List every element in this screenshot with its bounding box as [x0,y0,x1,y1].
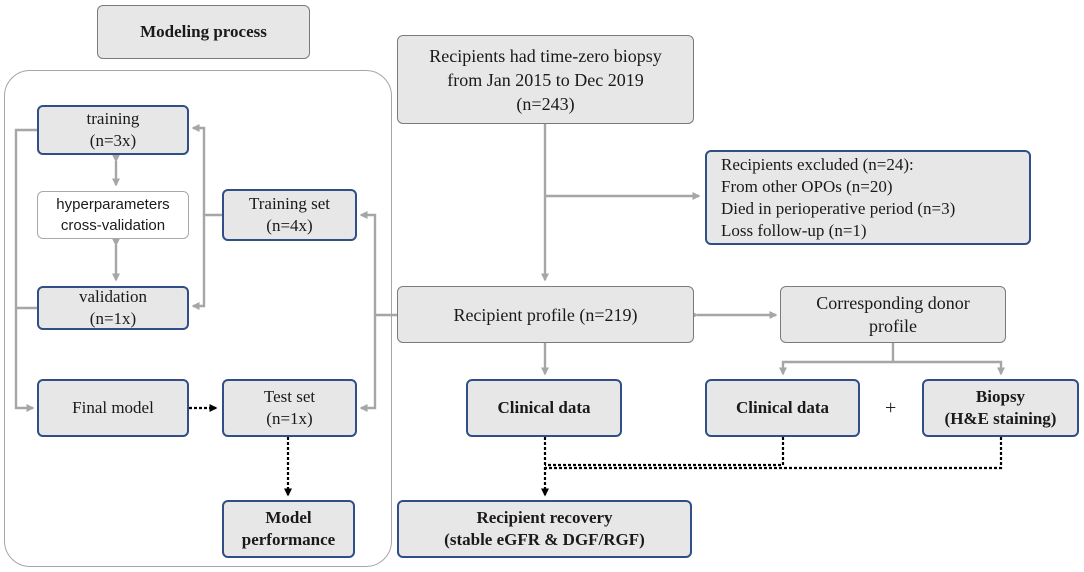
connector-bracket-validation [191,215,206,310]
recipients-line2: from Jan 2015 to Dec 2019 [447,69,644,90]
training-label: training [86,109,140,128]
model-performance-line1: Model [265,508,312,527]
recipient-profile-label: Recipient profile (n=219) [453,304,638,325]
training-set-box: Training set (n=4x) [222,189,357,241]
excluded-title: Recipients excluded (n=24): [721,154,914,174]
recipient-clinical-data-label: Clinical data [497,398,591,417]
connector-bracket-training [191,124,222,217]
connector-donor-clinical [779,360,893,376]
connector-split-test-set [359,315,377,412]
biopsy-staining: (H&E staining) [944,409,1057,428]
modeling-process-title: Modeling process [97,5,310,59]
biopsy-label: Biopsy [975,387,1026,406]
recipient-recovery-box: Recipient recovery (stable eGFR & DGF/RG… [397,500,692,558]
training-set-count: (n=4x) [266,216,313,235]
test-set-count: (n=1x) [266,409,313,428]
training-box: training (n=3x) [37,105,189,155]
recipient-clinical-data-box: Clinical data [466,379,622,437]
final-model-box: Final model [37,379,189,437]
hyperparameters-box: hyperparameters cross-validation [37,191,189,239]
excluded-opos: From other OPOs (n=20) [721,176,893,196]
connector-donor-biopsy [893,360,1005,376]
recipient-recovery-line1: Recipient recovery [476,508,613,527]
recipients-box: Recipients had time-zero biopsy from Jan… [397,35,694,124]
modeling-process-title-text: Modeling process [140,22,267,41]
connector-split-training-set [359,211,377,315]
plus-sign: + [885,397,897,419]
excluded-loss: Loss follow-up (n=1) [721,220,867,240]
donor-profile-line1: Corresponding donor [816,292,970,313]
biopsy-box: Biopsy (H&E staining) [922,379,1079,437]
validation-count: (n=1x) [89,309,137,328]
validation-label: validation [79,287,147,306]
excluded-box: Recipients excluded (n=24): From other O… [705,150,1031,245]
donor-profile-line2: profile [869,315,917,336]
test-set-label: Test set [263,387,316,406]
model-performance-box: Model performance [222,500,355,558]
dotted-line-biopsy [545,437,1003,470]
connector-left-rail [14,128,37,412]
dotted-line-donor-clinical [545,437,785,467]
test-set-box: Test set (n=1x) [222,379,357,437]
final-model-label: Final model [72,398,154,417]
donor-clinical-data-label: Clinical data [735,398,830,417]
training-count: (n=3x) [89,131,137,150]
recipients-line1: Recipients had time-zero biopsy [429,45,662,66]
validation-box: validation (n=1x) [37,286,189,330]
training-set-label: Training set [248,194,331,213]
model-performance-line2: performance [241,530,336,549]
donor-clinical-data-box: Clinical data [705,379,860,437]
recipient-recovery-line2: (stable eGFR & DGF/RGF) [444,530,645,549]
excluded-died: Died in perioperative period (n=3) [721,198,956,218]
modeling-process-frame [4,70,392,567]
recipient-profile-box: Recipient profile (n=219) [397,286,694,343]
recipients-count: (n=243) [516,93,575,114]
hyperparameters-label: hyperparameters [56,196,170,213]
cross-validation-label: cross-validation [60,217,166,234]
donor-profile-box: Corresponding donor profile [780,286,1006,343]
